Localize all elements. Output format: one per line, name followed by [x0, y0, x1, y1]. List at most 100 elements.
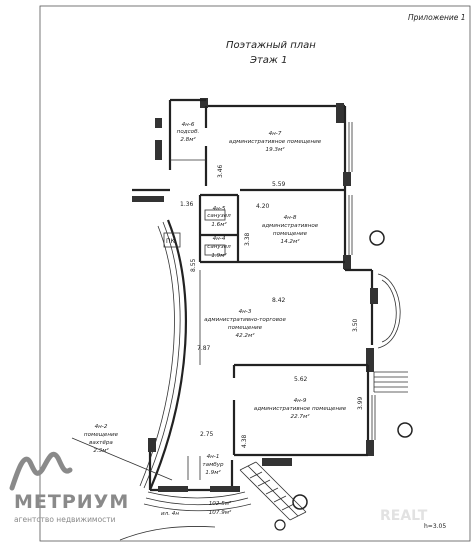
- column-4: [274, 519, 286, 531]
- logo-subtitle: агентство недвижимости: [14, 515, 116, 524]
- bay-block-2: [366, 348, 374, 372]
- room-4n-2: 4н-2 помещение вахтёра 2.3м²: [84, 424, 119, 454]
- vestibule-door: [187, 456, 201, 480]
- room-4n-8: 4н-8 административное помещение 14.2м²: [262, 215, 319, 245]
- svg-text:1.6м²: 1.6м²: [211, 221, 227, 228]
- wall-top-block: [200, 98, 208, 108]
- wall-top-right-block: [336, 103, 344, 123]
- logo-mark-icon: [9, 451, 73, 491]
- lower-arc: [119, 526, 216, 541]
- svg-text:подсоб.: подсоб.: [177, 129, 200, 135]
- svg-text:административное помещение: административное помещение: [254, 406, 347, 412]
- appendix-label: Приложение 1: [408, 13, 466, 22]
- room-4n-9: 4н-9 административное помещение 22.7м²: [254, 398, 347, 420]
- logo-word: МЕТРИУМ: [14, 491, 129, 513]
- column-3: [292, 494, 308, 510]
- wall-right-block-2: [343, 255, 351, 269]
- svg-text:помещение: помещение: [228, 325, 263, 331]
- pk-cabinet: [163, 232, 181, 248]
- wall-left-block-1: [155, 140, 162, 160]
- sheet-frame: [39, 5, 471, 542]
- total-area-2: 107.9м²: [209, 509, 232, 516]
- pk-label: ПК: [166, 238, 176, 245]
- svg-text:4н-7: 4н-7: [269, 131, 282, 137]
- watermark: REALT: [380, 508, 428, 524]
- svg-text:42.2м²: 42.2м²: [236, 332, 256, 339]
- vestibule-block: [148, 438, 156, 452]
- window-right-2: [348, 195, 353, 255]
- svg-text:4н-2: 4н-2: [95, 424, 108, 430]
- svg-text:2.8м²: 2.8м²: [180, 136, 196, 143]
- bay-block-1: [370, 288, 378, 304]
- svg-text:4н-5: 4н-5: [213, 206, 226, 212]
- dim-8-42: 8.42: [272, 297, 286, 304]
- total-area-1: 102.5м²: [209, 500, 232, 507]
- room-4n-6: 4н-6 подсоб. 2.8м²: [177, 122, 200, 143]
- stair-block: [262, 458, 292, 466]
- svg-text:1.9м²: 1.9м²: [205, 469, 221, 476]
- svg-text:тамбур: тамбур: [202, 462, 224, 468]
- height-note: h=3.05: [424, 523, 446, 530]
- svg-text:14.2м²: 14.2м²: [281, 238, 301, 245]
- wall-room6: [168, 98, 206, 170]
- svg-text:административно-торговое: административно-торговое: [204, 317, 286, 323]
- svg-text:4н-8: 4н-8: [284, 215, 297, 221]
- wall-corridor-block: [132, 196, 164, 202]
- dim-5-59: 5.59: [272, 181, 286, 188]
- svg-text:помещение: помещение: [273, 231, 308, 237]
- svg-text:4н-4: 4н-4: [213, 236, 226, 242]
- svg-text:санузел: санузел: [207, 244, 231, 250]
- stair-right: [373, 371, 408, 393]
- room-4n-2-leader: [71, 437, 173, 481]
- dim-2-75: 2.75: [200, 431, 214, 438]
- curved-facade-outer: [148, 219, 187, 491]
- metrium-logo: МЕТРИУМ агентство недвижимости: [9, 451, 129, 524]
- svg-text:4н-3: 4н-3: [239, 309, 252, 315]
- wall-right-block-1: [343, 172, 351, 186]
- dim-7-87: 7.87: [197, 345, 211, 352]
- svg-text:1.9м²: 1.9м²: [211, 252, 227, 259]
- window-room9: [371, 395, 376, 440]
- svg-text:4н-9: 4н-9: [294, 398, 307, 404]
- dim-1-36: 1.36: [180, 201, 194, 208]
- entrance-steps: [143, 491, 252, 512]
- svg-text:помещение: помещение: [84, 432, 119, 438]
- plan-title: Поэтажный план: [226, 40, 316, 51]
- stair-bottom-right: [239, 461, 307, 521]
- curved-facade-line: [139, 225, 175, 487]
- bay-window: [377, 273, 401, 349]
- dim-4-20: 4.20: [256, 203, 270, 210]
- room-4n-5: 4н-5 санузел 1.6м²: [207, 206, 231, 228]
- room-4n-1: 4н-1 тамбур 1.9м²: [202, 454, 224, 476]
- svg-text:административное помещение: административное помещение: [229, 139, 322, 145]
- svg-text:19.3м²: 19.3м²: [266, 146, 286, 153]
- dim-4-38: 4.38: [241, 434, 248, 448]
- dim-3-38: 3.38: [244, 232, 251, 246]
- wall-sanitary: [198, 193, 240, 264]
- sanitary-fixture-2: [204, 244, 226, 256]
- svg-text:4н-1: 4н-1: [207, 454, 220, 460]
- sanitary-fixture-1: [204, 209, 226, 221]
- curved-facade-inner: [143, 221, 181, 489]
- stair-bottom-treads: [249, 471, 295, 511]
- window-right-1: [348, 122, 353, 172]
- dim-3-46: 3.46: [217, 164, 224, 178]
- dim-3-99: 3.99: [357, 396, 364, 410]
- svg-text:22.7м²: 22.7м²: [291, 413, 311, 420]
- step-block-2: [210, 486, 240, 492]
- column-2: [397, 422, 413, 438]
- svg-text:санузел: санузел: [207, 213, 231, 219]
- wall-left-block-2: [155, 118, 162, 128]
- column-1: [369, 230, 385, 246]
- room-4n-3: 4н-3 административно-торговое помещение …: [204, 309, 286, 339]
- svg-text:административное: административное: [262, 223, 319, 229]
- dim-8-55: 8.55: [190, 258, 197, 272]
- dim-3-50: 3.50: [352, 318, 359, 332]
- room-4n-7: 4н-7 административное помещение 19.3м²: [229, 131, 322, 153]
- room-4n-4: 4н-4 санузел 1.9м²: [207, 236, 231, 259]
- svg-text:4н-6: 4н-6: [182, 122, 195, 128]
- wall-room9-block: [366, 440, 374, 456]
- floor-label: Этаж 1: [249, 55, 288, 66]
- inventory-label: ил. 4н: [161, 511, 179, 517]
